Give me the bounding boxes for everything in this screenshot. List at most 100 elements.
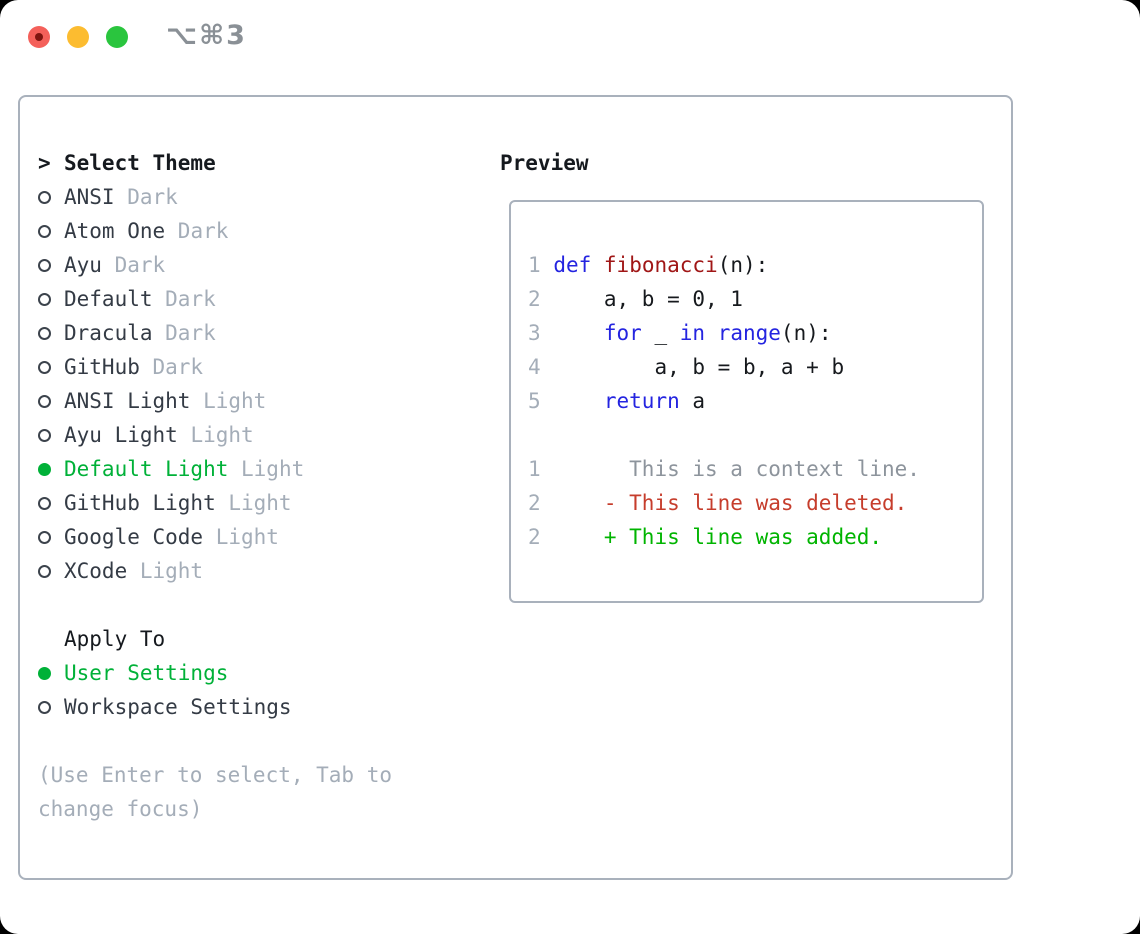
window-shortcut-label: ⌥⌘3 xyxy=(166,20,247,51)
titlebar: ⌥⌘3 xyxy=(0,0,1140,76)
radio-dot xyxy=(38,496,51,510)
theme-item-google-code[interactable]: Google Code Light xyxy=(38,520,392,554)
preview-header-row: Preview xyxy=(500,146,589,180)
code-token-add: + This line was added. xyxy=(540,525,883,549)
theme-item-dracula[interactable]: Dracula Dark xyxy=(38,316,392,350)
apply-option-label: User Settings xyxy=(64,661,229,685)
code-line: 5 return a xyxy=(528,384,982,418)
radio-dot xyxy=(38,258,51,272)
theme-name: Atom One xyxy=(64,219,166,243)
code-line: 1 def fibonacci(n): xyxy=(528,248,982,282)
theme-name: Ayu xyxy=(64,253,102,277)
theme-name: Default Light xyxy=(64,457,229,481)
close-dot-icon xyxy=(35,33,43,41)
zoom-button[interactable] xyxy=(106,26,128,48)
line-number: 5 xyxy=(528,389,541,413)
theme-item-ansi-light[interactable]: ANSI Light Light xyxy=(38,384,392,418)
radio-dot xyxy=(38,428,51,442)
code-line xyxy=(528,418,982,452)
apply-option-label: Workspace Settings xyxy=(64,695,292,719)
code-line: 2 - This line was deleted. xyxy=(528,486,982,520)
radio-unselected-icon xyxy=(38,530,64,544)
code-token-pl: _ xyxy=(641,321,680,345)
theme-tag: Light xyxy=(190,389,267,413)
theme-item-xcode[interactable]: XCode Light xyxy=(38,554,392,588)
theme-tag: Dark xyxy=(101,253,166,277)
code-token-pl xyxy=(541,321,604,345)
radio-dot xyxy=(38,394,51,408)
apply-option-user-settings[interactable]: User Settings xyxy=(38,656,392,690)
radio-dot xyxy=(38,700,51,714)
theme-name: Google Code xyxy=(64,525,204,549)
theme-tag: Light xyxy=(228,457,305,481)
line-number: 4 xyxy=(528,355,541,379)
code-line: 2 a, b = 0, 1 xyxy=(528,282,982,316)
spacer xyxy=(38,724,392,758)
code-token-pl xyxy=(541,389,604,413)
radio-unselected-icon xyxy=(38,258,64,272)
radio-unselected-icon xyxy=(38,700,64,714)
line-number: 2 xyxy=(528,491,541,515)
theme-item-atom-one[interactable]: Atom One Dark xyxy=(38,214,392,248)
code-token-pl: a, b = 0, 1 xyxy=(540,287,743,311)
theme-item-default[interactable]: Default Dark xyxy=(38,282,392,316)
theme-tag: Dark xyxy=(165,219,229,243)
theme-item-ayu-light[interactable]: Ayu Light Light xyxy=(38,418,392,452)
minimize-button[interactable] xyxy=(67,26,89,48)
traffic-lights xyxy=(28,26,128,48)
theme-tag: Dark xyxy=(152,321,216,345)
preview-title: Preview xyxy=(500,151,589,175)
code-token-pl: (n): xyxy=(780,321,832,345)
code-token-kw: def xyxy=(553,253,592,277)
radio-dot xyxy=(38,190,51,204)
theme-name: GitHub Light xyxy=(64,491,216,515)
radio-selected-icon xyxy=(38,462,64,476)
theme-item-github[interactable]: GitHub Dark xyxy=(38,350,392,384)
theme-item-ayu[interactable]: Ayu Dark xyxy=(38,248,392,282)
theme-tag: Light xyxy=(127,559,204,583)
code-token-pl xyxy=(591,253,604,277)
radio-dot xyxy=(38,224,51,238)
radio-unselected-icon xyxy=(38,326,64,340)
line-number: 1 xyxy=(528,253,541,277)
radio-unselected-icon xyxy=(38,224,64,238)
select-theme-header-row: > Select Theme xyxy=(38,146,392,180)
theme-tag: Light xyxy=(203,525,279,549)
code-token-pl xyxy=(541,253,554,277)
select-theme-title: Select Theme xyxy=(64,151,216,175)
apply-to-title: Apply To xyxy=(64,627,166,651)
theme-name: ANSI Light xyxy=(64,389,191,413)
code-token-fn: fibonacci xyxy=(603,253,718,277)
radio-dot xyxy=(38,292,51,306)
code-token-pl: a xyxy=(679,389,706,413)
radio-dot xyxy=(38,564,51,578)
radio-unselected-icon xyxy=(38,496,64,510)
theme-item-default-light[interactable]: Default Light Light xyxy=(38,452,392,486)
spacer xyxy=(38,588,392,622)
code-token-ctx: This is a context line. xyxy=(540,457,920,481)
code-token-kw: in xyxy=(679,321,706,345)
theme-tag: Light xyxy=(215,491,292,515)
code-token-kw: range xyxy=(717,321,781,345)
theme-tag: Light xyxy=(177,423,254,447)
line-number: 3 xyxy=(528,321,541,345)
code-token-pl xyxy=(705,321,718,345)
radio-dot xyxy=(38,462,51,476)
close-button[interactable] xyxy=(28,26,50,48)
code-token-pl: a, b = b, a + b xyxy=(540,355,845,379)
theme-tag: Dark xyxy=(152,287,216,311)
radio-unselected-icon xyxy=(38,190,64,204)
hint-line-2: change focus) xyxy=(38,797,203,821)
theme-item-github-light[interactable]: GitHub Light Light xyxy=(38,486,392,520)
theme-name: Dracula xyxy=(64,321,153,345)
radio-dot xyxy=(38,666,51,680)
apply-option-workspace-settings[interactable]: Workspace Settings xyxy=(38,690,392,724)
theme-item-ansi[interactable]: ANSI Dark xyxy=(38,180,392,214)
radio-unselected-icon xyxy=(38,394,64,408)
line-number: 1 xyxy=(528,457,541,481)
